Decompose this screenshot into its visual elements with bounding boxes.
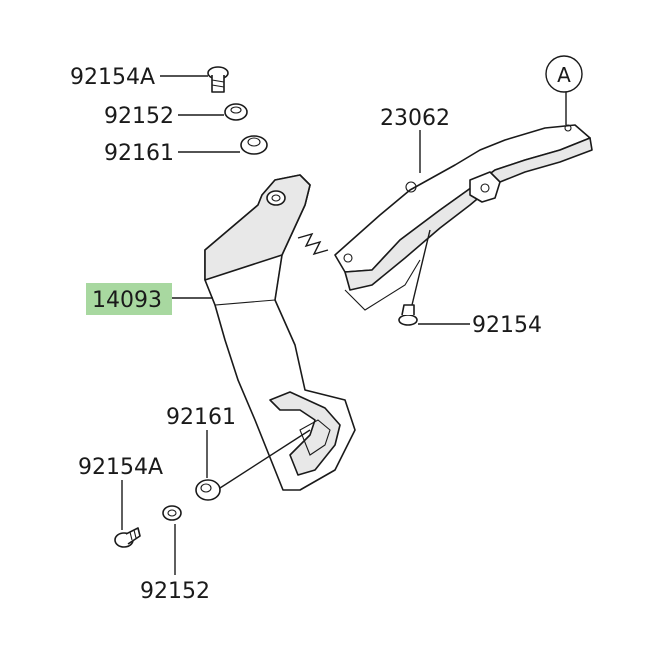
label-92154a-bottom: 92154A <box>78 455 163 480</box>
label-92152-bottom: 92152 <box>140 579 210 604</box>
reference-a-label: A <box>557 63 571 87</box>
label-92152-top: 92152 <box>104 104 174 129</box>
label-92154-right: 92154 <box>472 313 542 338</box>
break-line <box>297 232 329 256</box>
highlight-14093 <box>86 283 172 315</box>
label-92154a-top: 92154A <box>70 65 155 90</box>
bracket-23062[interactable] <box>334 124 593 311</box>
grommet-92161-top[interactable] <box>240 135 268 155</box>
screw-92154-right[interactable] <box>398 229 431 326</box>
cover-panel-14093[interactable] <box>204 174 356 491</box>
leader-lines <box>121 75 567 575</box>
label-14093[interactable]: 14093 <box>92 288 162 313</box>
label-92161-bottom: 92161 <box>166 405 236 430</box>
washer-92152-bottom[interactable] <box>162 505 182 521</box>
reference-a-marker[interactable]: A <box>545 55 583 93</box>
label-23062: 23062 <box>380 106 450 131</box>
screw-92154a-bottom[interactable] <box>114 527 141 548</box>
label-92161-top: 92161 <box>104 141 174 166</box>
grommet-92161-bottom[interactable] <box>195 479 221 501</box>
washer-92152-top[interactable] <box>224 103 248 121</box>
screw-92154a-top[interactable] <box>207 66 229 93</box>
